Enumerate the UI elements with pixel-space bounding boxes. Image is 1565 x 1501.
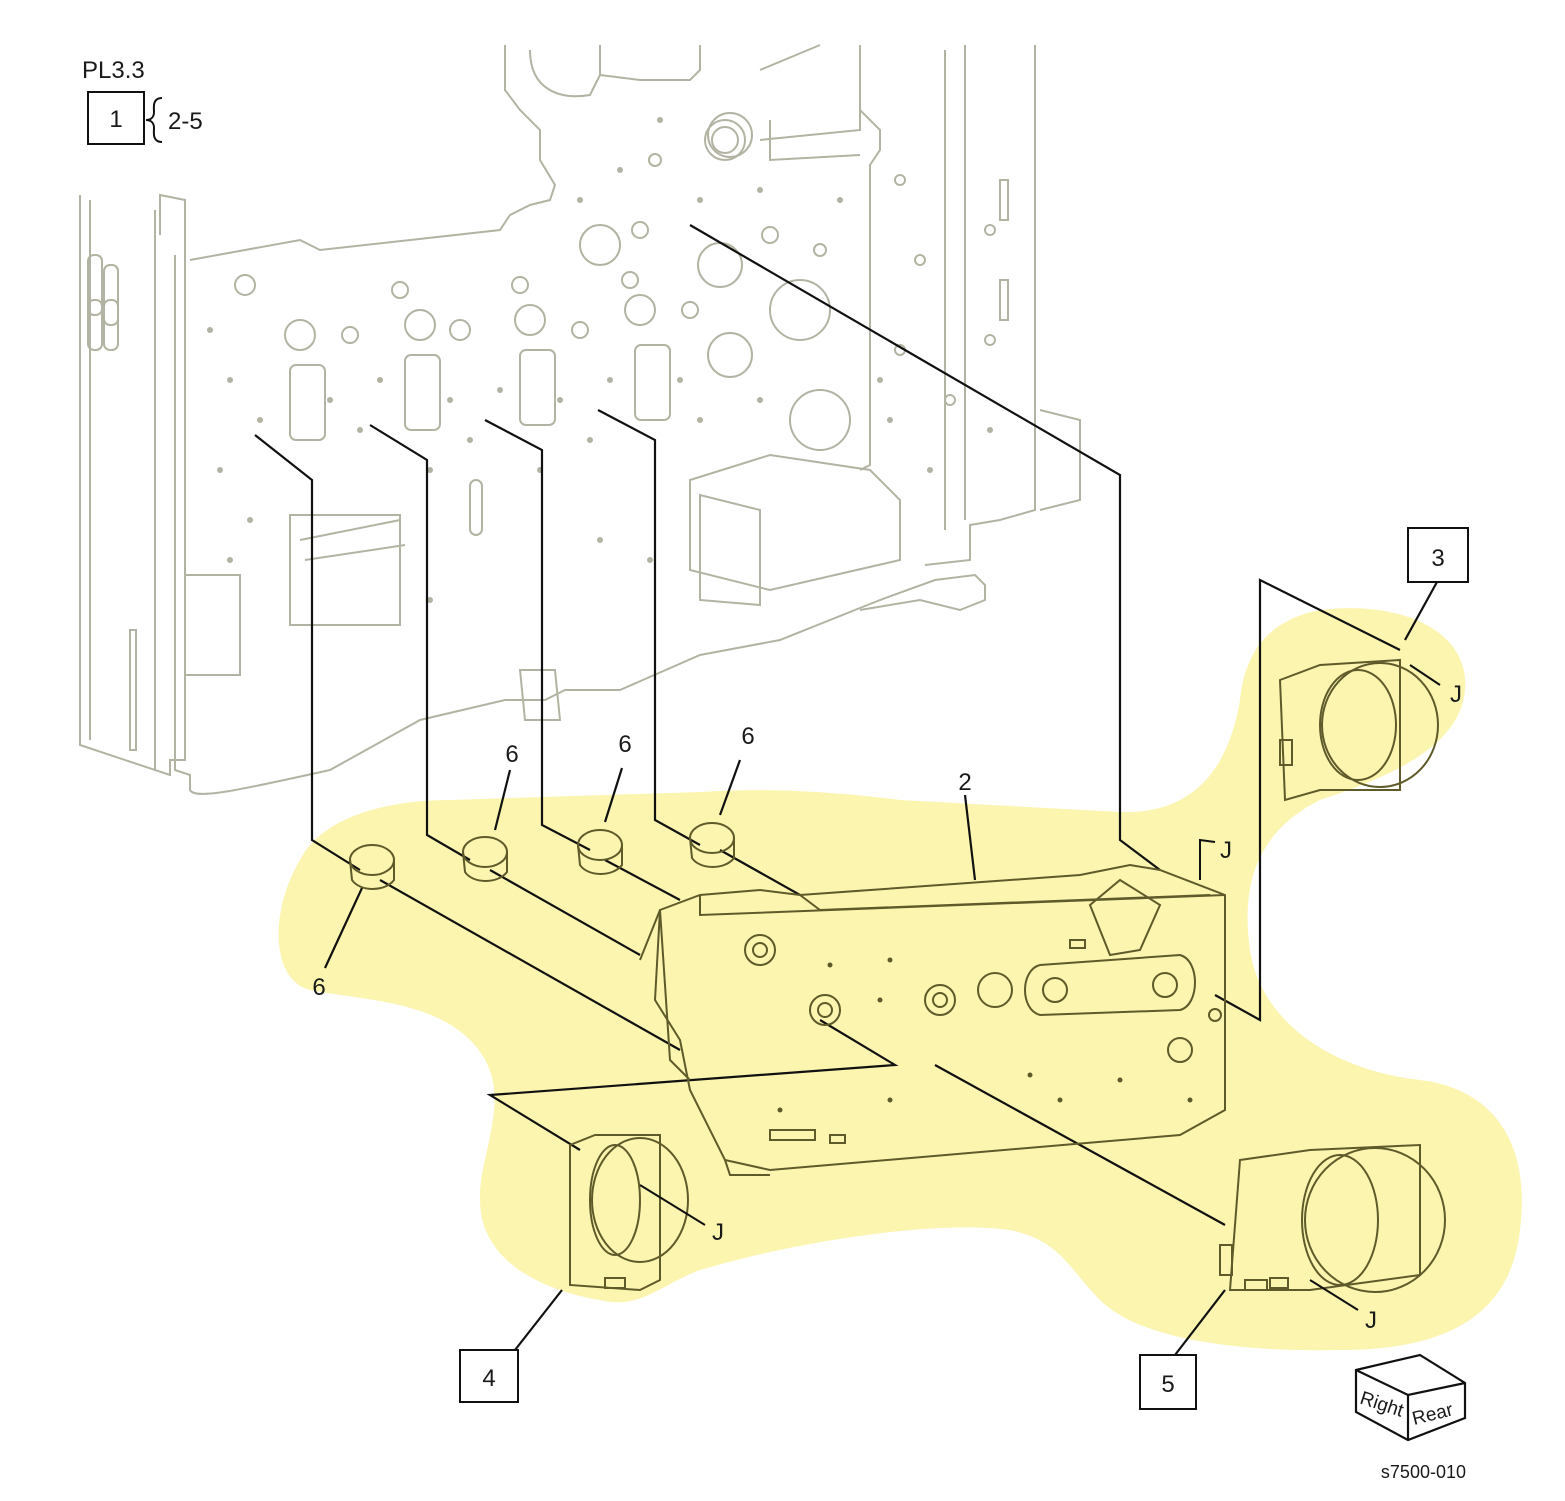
coupling-label-2: 6 xyxy=(505,741,518,768)
motor-4 xyxy=(569,1134,689,1292)
callout-label-5: 5 xyxy=(1161,1371,1174,1398)
orientation-cube xyxy=(1354,1353,1467,1442)
motor-3 xyxy=(1278,658,1439,802)
motor-5 xyxy=(1219,1143,1446,1293)
printer-frame xyxy=(79,44,1081,795)
range-brace xyxy=(145,97,163,143)
coupling-4 xyxy=(689,822,735,868)
drive-assembly xyxy=(639,863,1226,1176)
callout-box-5 xyxy=(1139,1354,1197,1410)
connector-leaders xyxy=(639,664,1441,1311)
coupling-label-1: 6 xyxy=(312,974,325,1001)
callout-label-4: 4 xyxy=(482,1365,495,1392)
callout-label-3: 3 xyxy=(1431,545,1444,572)
coupling-3 xyxy=(577,829,623,875)
coupling-2 xyxy=(462,836,508,882)
connector-label-motor-4: J xyxy=(712,1219,724,1246)
connector-label-motor-3: J xyxy=(1450,681,1462,708)
assembly-number: 1 xyxy=(109,106,122,133)
coupling-label-3: 6 xyxy=(618,731,631,758)
figure-code: s7500-010 xyxy=(1381,1462,1466,1482)
leader-lines xyxy=(254,224,1438,1356)
callout-box-4 xyxy=(459,1349,519,1403)
callout-label-2: 2 xyxy=(958,769,971,796)
highlight-region xyxy=(278,608,1522,1351)
plate-id: PL3.3 xyxy=(82,57,145,84)
coupling-1 xyxy=(349,844,395,890)
assembly-range: 2-5 xyxy=(168,108,203,135)
coupling-label-4: 6 xyxy=(741,723,754,750)
callout-box-3 xyxy=(1407,527,1469,583)
assembly-box xyxy=(87,91,145,145)
connector-label-motor-5: J xyxy=(1365,1307,1377,1334)
connector-label-drive: J xyxy=(1220,837,1232,864)
callout-boxes xyxy=(87,91,1469,1410)
couplings xyxy=(349,822,735,890)
